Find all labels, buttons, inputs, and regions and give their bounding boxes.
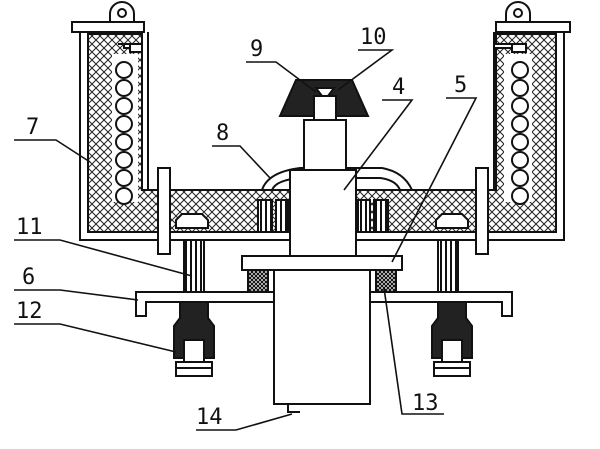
leader-lines xyxy=(14,49,478,431)
central-column xyxy=(289,169,357,257)
heating-coil-left xyxy=(115,61,133,205)
side-flanges xyxy=(157,167,489,255)
label-12: 12 xyxy=(16,299,43,324)
bolt-left xyxy=(173,301,215,377)
label-5: 5 xyxy=(454,73,467,98)
label-10: 10 xyxy=(360,25,387,50)
beam-6 xyxy=(135,291,513,317)
nut-blocks xyxy=(175,213,469,229)
label-14: 14 xyxy=(196,405,223,430)
label-13: 13 xyxy=(412,391,439,416)
label-9: 9 xyxy=(250,37,263,62)
part-labels: 7 8 9 10 4 5 11 6 12 13 14 xyxy=(16,25,467,430)
label-7: 7 xyxy=(26,115,39,140)
lower-column xyxy=(273,269,371,405)
seal-blocks xyxy=(257,199,389,233)
label-6: 6 xyxy=(22,265,35,290)
seal-13 xyxy=(247,269,397,293)
label-4: 4 xyxy=(392,75,405,100)
threaded-rods xyxy=(183,239,459,293)
label-8: 8 xyxy=(216,121,229,146)
heating-coil-right xyxy=(511,61,529,205)
cone-head xyxy=(278,79,370,171)
bolt-right xyxy=(431,301,473,377)
label-11: 11 xyxy=(16,215,43,240)
plate-5 xyxy=(241,255,403,271)
